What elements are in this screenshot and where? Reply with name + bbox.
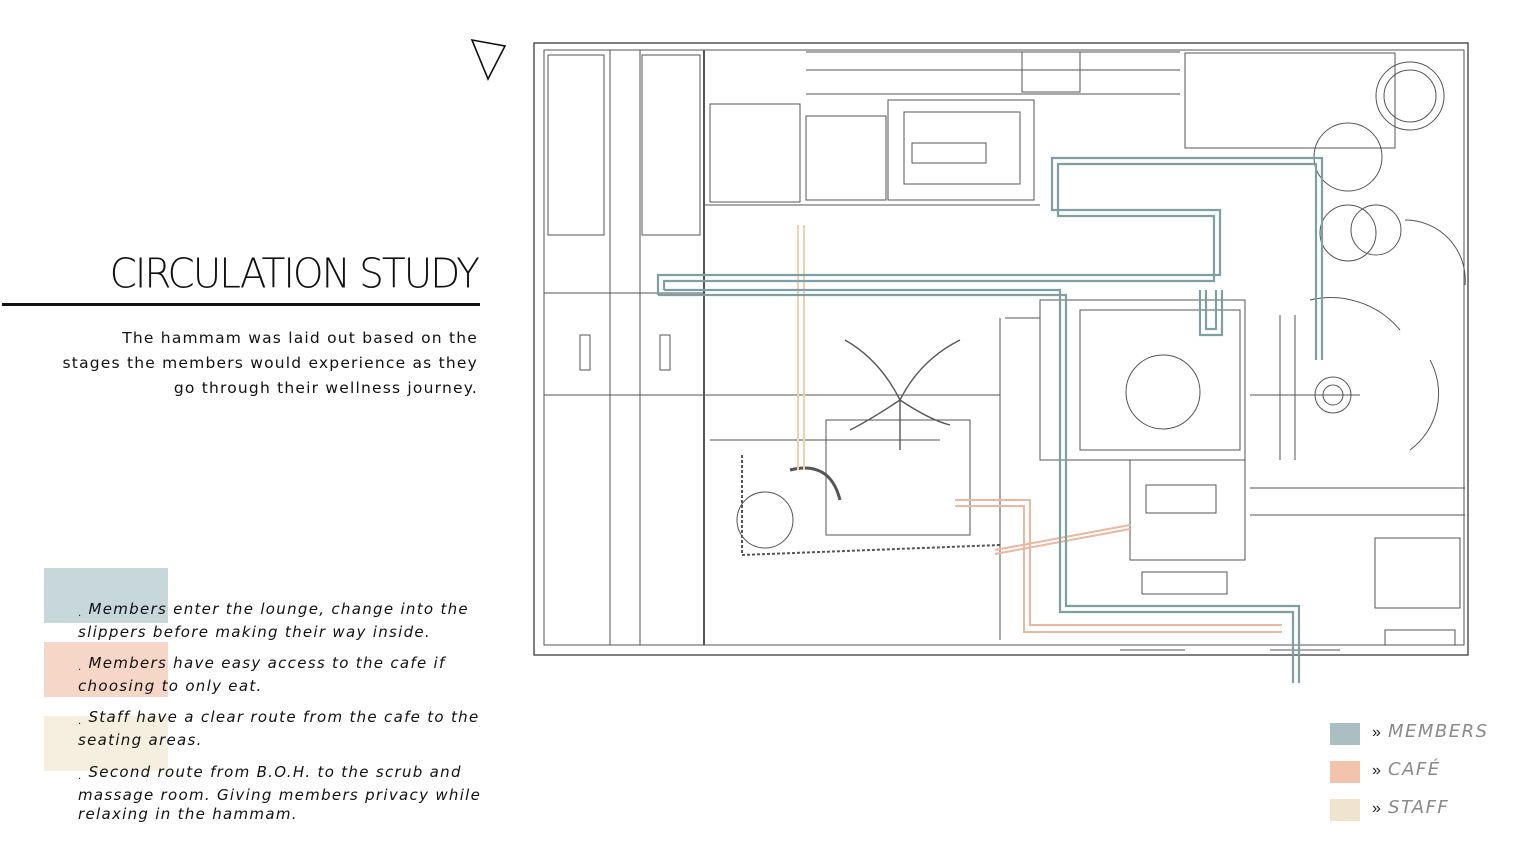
legend-arrow: » [1372,762,1381,779]
note-line: slippers before making their way inside. [78,623,431,641]
bullet-dot-icon: . [78,716,83,727]
legend-swatch [1330,723,1360,745]
note-members: . Members enter the lounge, change into t… [78,600,498,642]
note-line: massage room. Giving members privacy whi… [78,786,482,804]
plan-walls [533,42,1469,656]
legend-arrow: » [1372,800,1381,817]
cafe-note-swatch [44,642,168,697]
intro-line: go through their wellness journey. [173,379,478,397]
cafe-route [955,499,1282,633]
note-cafe: . Members have easy access to the cafe if… [78,654,498,696]
staff-note-swatch [44,716,168,771]
bullet-dot-icon: . [78,771,83,782]
bullet-dot-icon: . [78,608,83,619]
note-staff: . Staff have a clear route from the cafe … [78,708,498,750]
note-boh: . Second route from B.O.H. to the scrub a… [78,763,498,824]
note-line: Members have easy access to the cafe if [88,654,446,672]
intro-line: stages the members would experience as t… [62,354,478,372]
legend-label: STAFF [1388,797,1450,818]
legend-swatch [1330,761,1360,783]
note-line: Second route from B.O.H. to the scrub an… [88,763,462,781]
staff-route [797,225,805,470]
legend-label: MEMBERS [1388,721,1489,742]
bullet-dot-icon: . [78,662,83,673]
legend-label: CAFÉ [1388,759,1441,780]
intro-paragraph: The hammam was laid out based on the sta… [40,326,478,401]
note-line: relaxing in the hammam. [78,805,298,823]
note-line: Members enter the lounge, change into th… [88,600,469,618]
north-arrow-icon [470,38,507,81]
note-line: seating areas. [78,731,203,749]
legend-arrow: » [1372,724,1381,741]
title-divider [2,303,480,306]
note-line: Staff have a clear route from the cafe t… [88,708,480,726]
members-route [656,156,1324,683]
note-line: choosing to only eat. [78,677,263,695]
intro-line: The hammam was laid out based on the [122,329,478,347]
legend-swatch [1330,799,1360,821]
page-title: CIRCULATION STUDY [109,250,480,299]
members-note-swatch [44,568,168,623]
floor-plan [533,42,1469,683]
